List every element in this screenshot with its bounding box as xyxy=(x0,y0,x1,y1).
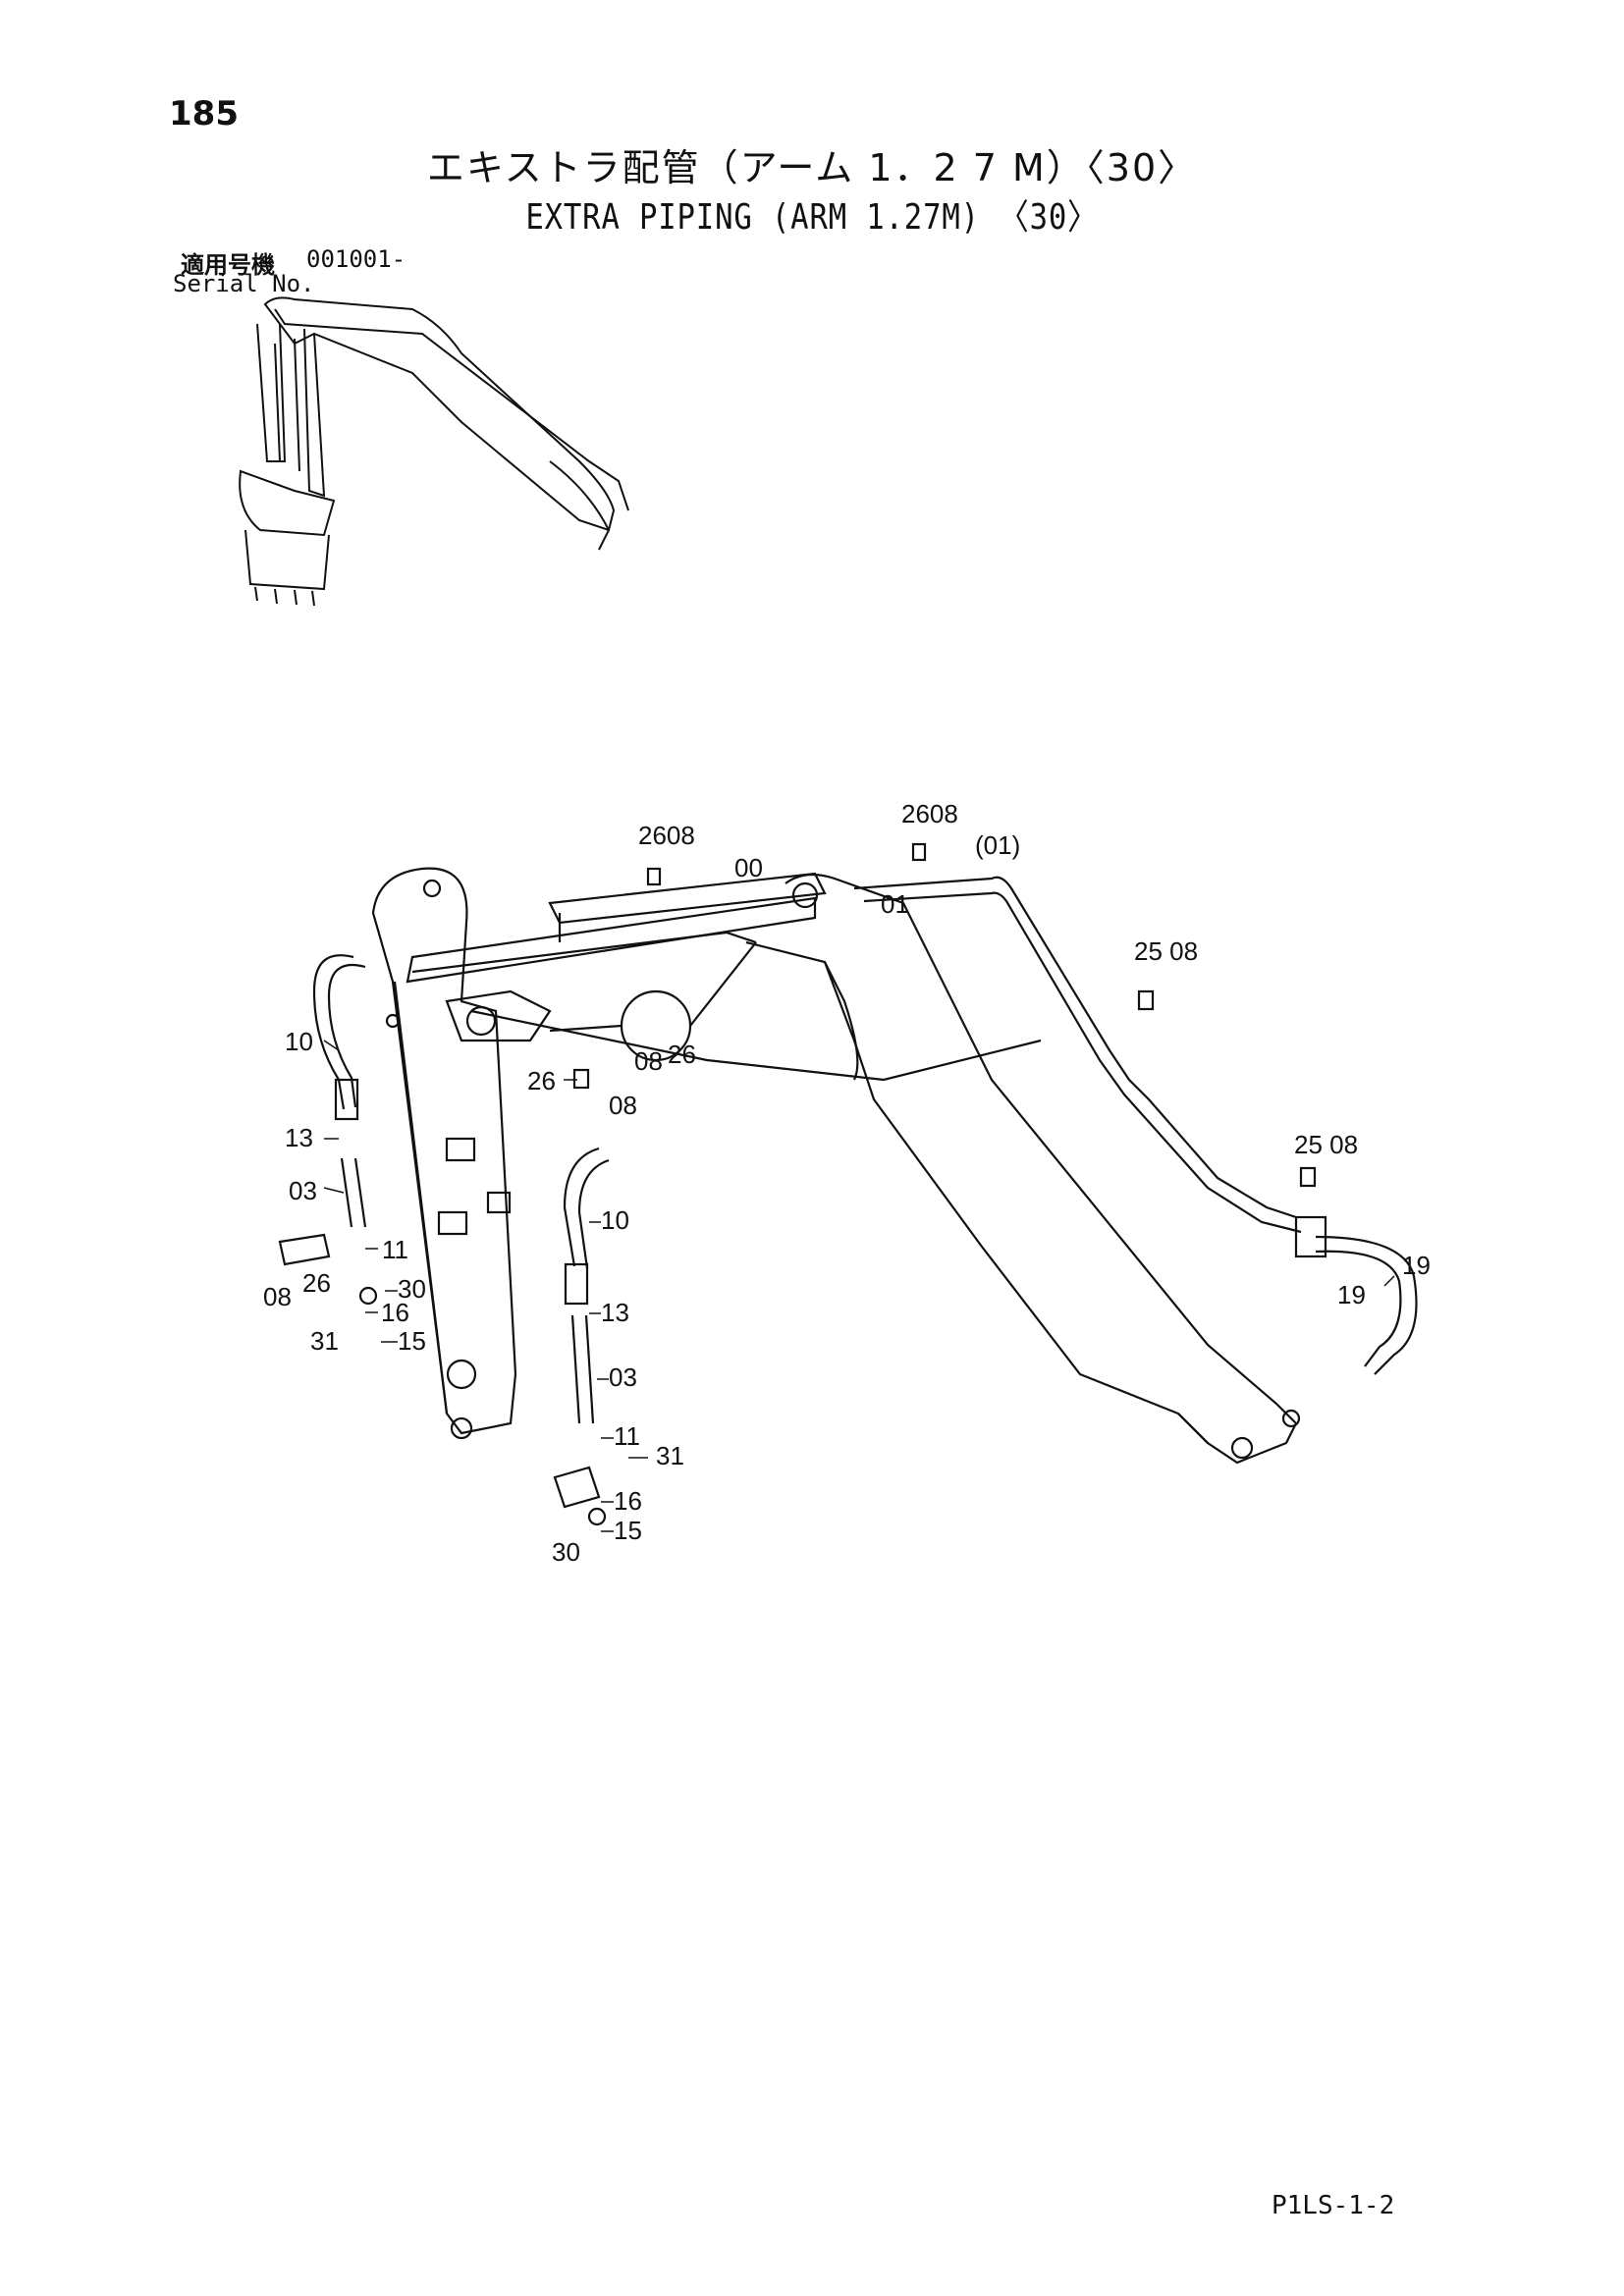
title-japanese: エキストラ配管（アーム 1．2 7 M）〈30〉 xyxy=(426,146,1198,189)
callout-26-c: 26 xyxy=(302,1268,331,1298)
callout-13-a: 13 xyxy=(285,1123,313,1152)
callout-03-b: 03 xyxy=(609,1362,637,1392)
callout-26-a: 26 xyxy=(668,1040,696,1069)
callout-25-08-b: 25 08 xyxy=(1294,1130,1358,1159)
serial-label-japanese: 適用号機 xyxy=(181,251,275,279)
title-english: EXTRA PIPING (ARM 1.27M) 〈30〉 xyxy=(525,197,1099,238)
callout-15-a: 15 xyxy=(398,1326,426,1356)
callout-13-b: 13 xyxy=(601,1298,629,1327)
callout-30-a: 30 xyxy=(398,1274,426,1304)
page-number: 185 xyxy=(169,94,239,133)
callout-19-a: 19 xyxy=(1402,1251,1431,1280)
callout-16-a: 16 xyxy=(381,1298,409,1327)
callout-03-a: 03 xyxy=(289,1176,317,1205)
callout-25-08-a: 25 08 xyxy=(1134,936,1198,966)
callout-10-a: 10 xyxy=(285,1027,313,1056)
callout-01-paren: (01) xyxy=(975,830,1020,860)
arm-assembly xyxy=(278,842,1418,1526)
serial-label-english: Serial No. xyxy=(173,270,315,297)
callout-19-b: 19 xyxy=(1337,1280,1366,1309)
callout-labels: 2608 2608 00 (01) 01 25 08 25 08 10 08 2… xyxy=(263,799,1431,1567)
callout-2608-b: 2608 xyxy=(901,799,958,828)
overview-illustration xyxy=(239,296,629,607)
document-code: P1LS-1-2 xyxy=(1272,2191,1395,2220)
callout-11-b: 11 xyxy=(614,1421,640,1451)
callout-08-b: 08 xyxy=(609,1091,637,1120)
callout-00: 00 xyxy=(734,853,763,882)
callout-11-a: 11 xyxy=(382,1235,408,1264)
callout-08-a: 08 xyxy=(634,1046,663,1076)
callout-31-a: 31 xyxy=(310,1326,339,1356)
callout-2608-a: 2608 xyxy=(638,821,695,850)
callout-31-b: 31 xyxy=(656,1441,684,1470)
callout-16-b: 16 xyxy=(614,1486,642,1516)
callout-30-b: 30 xyxy=(552,1537,580,1567)
callout-26-b: 26 xyxy=(527,1066,556,1095)
callout-08-c: 08 xyxy=(263,1282,292,1311)
serial-number-value: 001001- xyxy=(306,245,406,273)
leader-lines xyxy=(323,1040,1395,1532)
callout-15-b: 15 xyxy=(614,1516,642,1545)
callout-01: 01 xyxy=(881,889,909,919)
callout-10-b: 10 xyxy=(601,1205,629,1235)
